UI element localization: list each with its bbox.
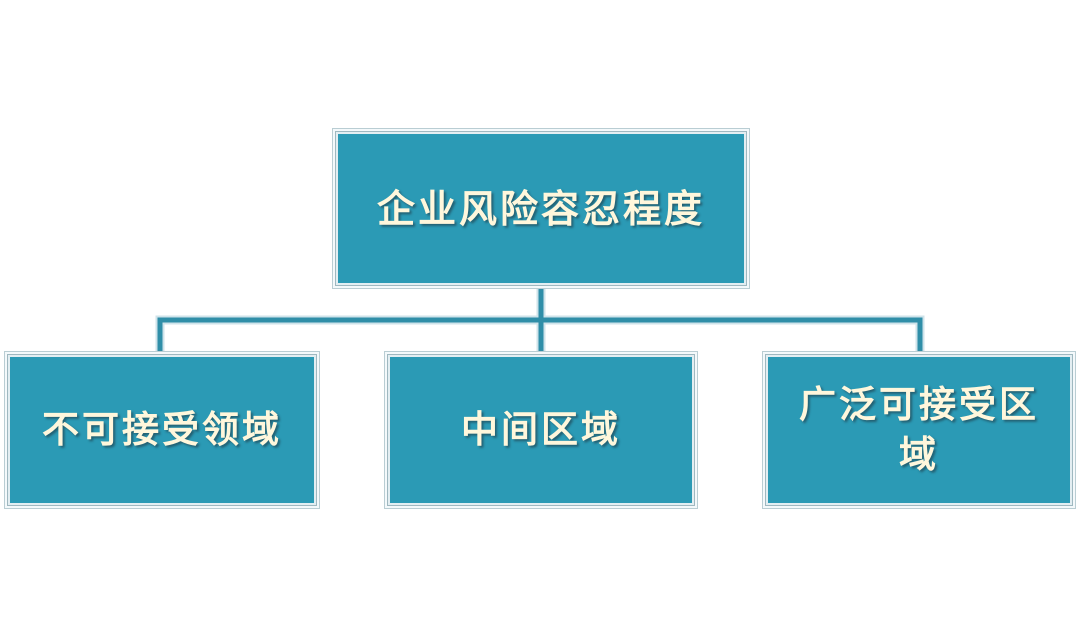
root-node-enterprise-risk-tolerance: 企业风险容忍程度 xyxy=(335,131,747,286)
child-node-label: 不可接受领域 xyxy=(42,407,282,452)
child-node-label: 中间区域 xyxy=(461,407,621,452)
child-node-unacceptable-region: 不可接受领域 xyxy=(7,354,317,506)
root-node-label: 企业风险容忍程度 xyxy=(376,185,705,231)
child-node-intermediate-region: 中间区域 xyxy=(387,354,695,506)
child-node-label: 广泛可接受区域 xyxy=(799,382,1039,476)
child-node-broadly-acceptable-region: 广泛可接受区域 xyxy=(765,354,1073,506)
